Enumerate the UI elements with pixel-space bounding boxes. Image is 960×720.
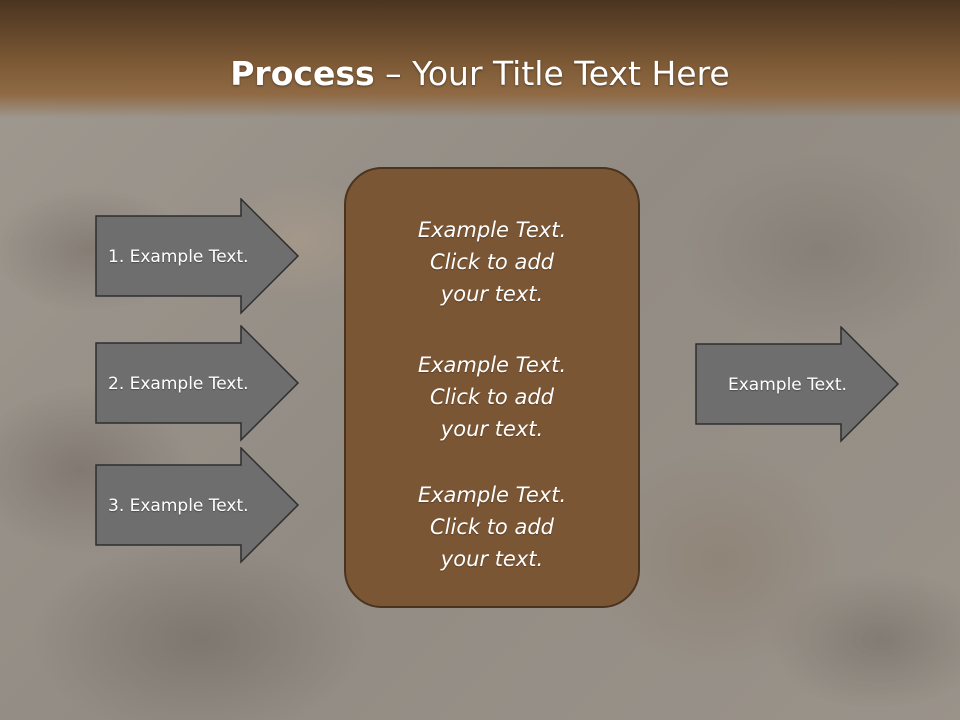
left-arrow-2[interactable]: 2. Example Text. [95,325,300,442]
right-arrow-shape [695,326,900,443]
slide-title[interactable]: Process – Your Title Text Here [0,52,960,96]
center-paragraph-3: Example Text. Click to add your text. [417,483,567,571]
header-band [0,0,960,118]
right-arrow[interactable]: Example Text. [695,326,900,443]
center-text-box[interactable]: Example Text. Click to add your text. Ex… [344,167,640,608]
left-arrow-1[interactable]: 1. Example Text. [95,198,300,315]
title-rest: – Your Title Text Here [374,54,730,93]
center-paragraph-1: Example Text. Click to add your text. [417,218,567,306]
arrow-shape-1 [95,198,300,315]
left-arrow-3-label: 3. Example Text. [108,495,249,516]
left-arrow-2-label: 2. Example Text. [108,373,249,394]
arrow-shape-3 [95,447,300,564]
center-paragraph-2: Example Text. Click to add your text. [417,353,567,441]
title-bold: Process [230,54,375,93]
right-arrow-label: Example Text. [728,374,847,395]
left-arrow-1-label: 1. Example Text. [108,246,249,267]
left-arrow-3[interactable]: 3. Example Text. [95,447,300,564]
arrow-shape-2 [95,325,300,442]
